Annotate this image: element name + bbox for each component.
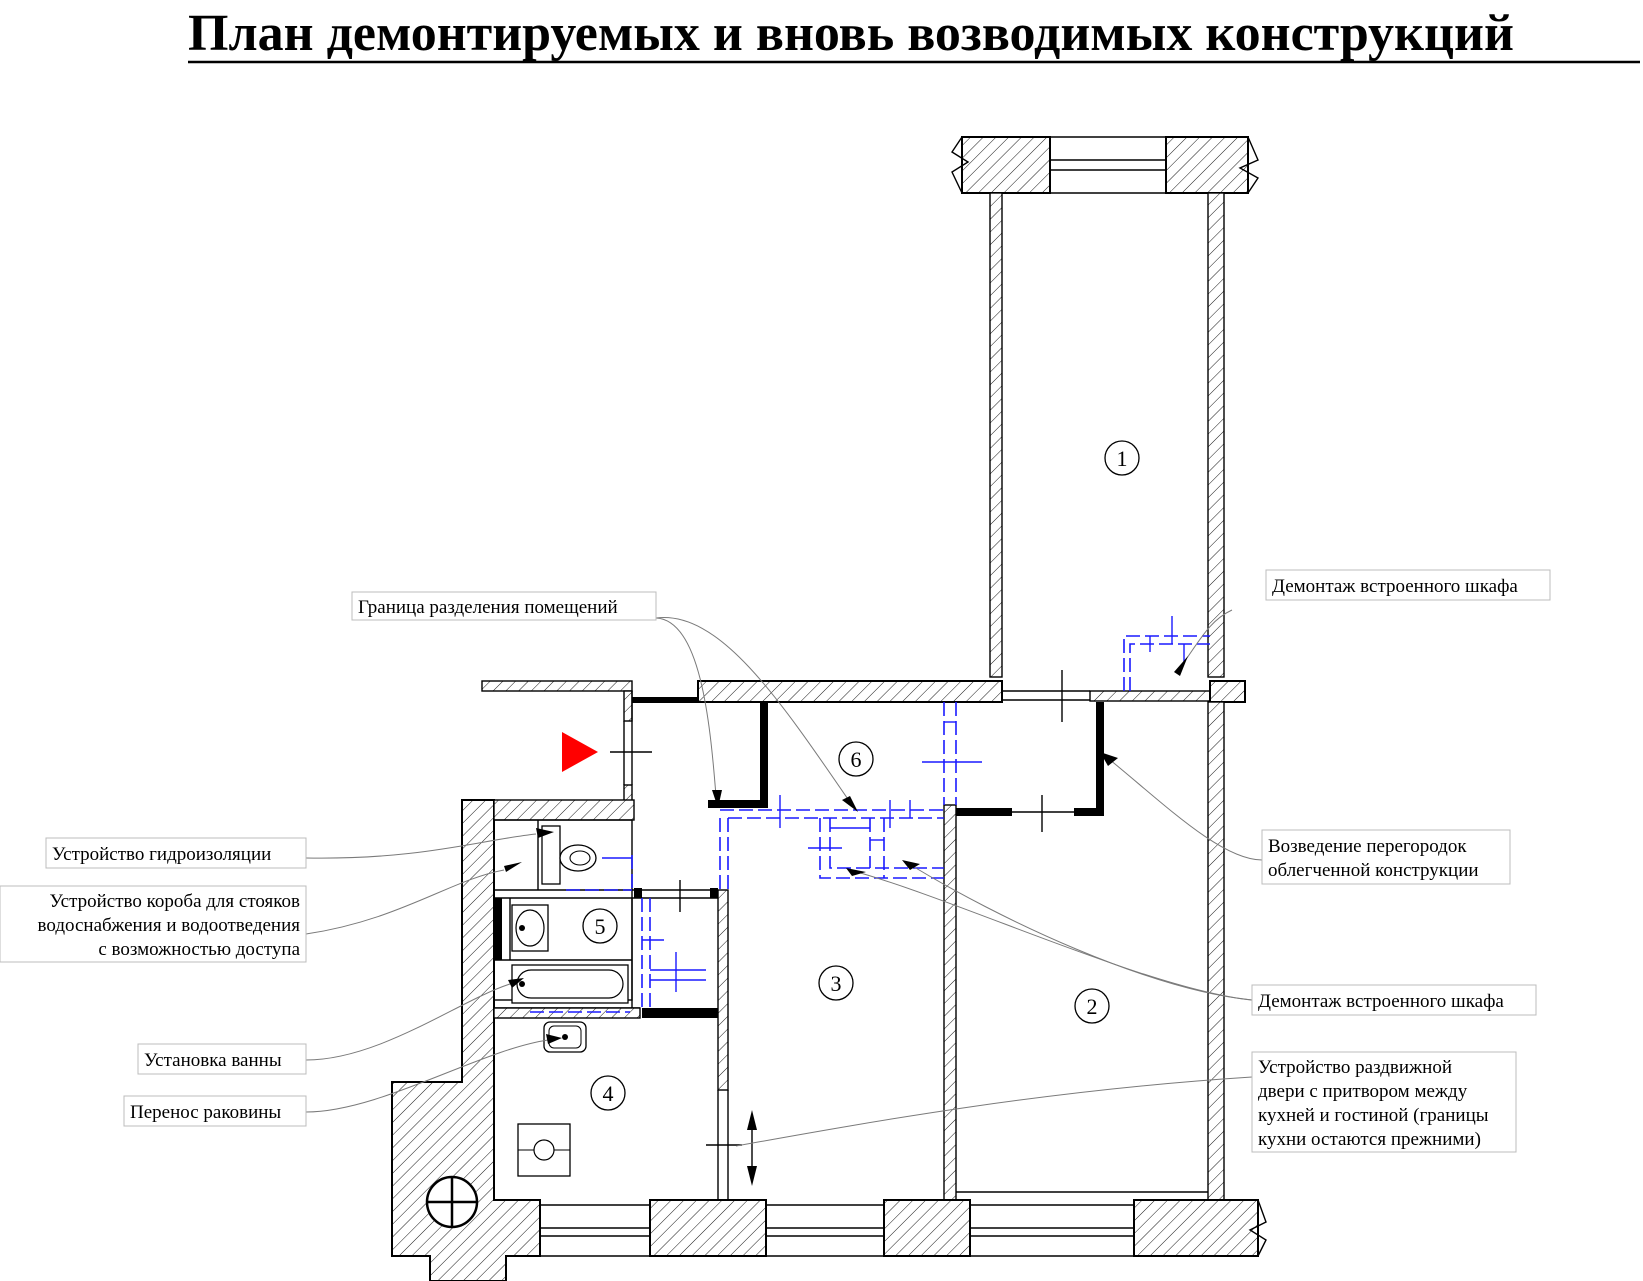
callout-sliding-door: Устройство раздвижной двери с притвором … xyxy=(1251,1051,1517,1153)
room-number-2: 2 xyxy=(1087,994,1098,1019)
svg-text:Устройство гидроизоляции: Устройство гидроизоляции xyxy=(52,844,271,865)
toilet-icon xyxy=(541,825,597,885)
svg-text:Устройство короба для стояков: Устройство короба для стояков xyxy=(50,891,301,912)
plan-title: План демонтируемых и вновь возводимых ко… xyxy=(188,5,1514,62)
interior-walls xyxy=(540,690,1267,1257)
room-number-3: 3 xyxy=(831,971,842,996)
room-number-5: 5 xyxy=(595,914,606,939)
balcony-walls xyxy=(951,136,1260,678)
washbasin-icon xyxy=(511,904,549,952)
callout-bath-install: Установка ванны xyxy=(137,1043,307,1075)
demolition-lines xyxy=(530,616,1210,1013)
entrance-arrow-icon xyxy=(562,732,598,772)
svg-text:Демонтаж встроенного шкафа: Демонтаж встроенного шкафа xyxy=(1258,991,1504,1012)
svg-text:облегченной конструкции: облегченной конструкции xyxy=(1268,860,1479,881)
callout-new-partitions: Возведение перегородок облегченной конст… xyxy=(1261,829,1511,885)
left-structural-wall xyxy=(391,799,541,1281)
svg-text:Возведение перегородок: Возведение перегородок xyxy=(1268,836,1467,857)
sliding-door-arrows xyxy=(747,1110,757,1186)
callout-dismantle-closet-mid: Демонтаж встроенного шкафа xyxy=(1251,984,1537,1016)
svg-text:кухней и гостиной (границы: кухней и гостиной (границы xyxy=(1258,1105,1489,1126)
svg-text:кухни остаются прежними): кухни остаются прежними) xyxy=(1258,1129,1481,1150)
callout-leaders xyxy=(305,609,1263,1147)
svg-text:с возможностью доступа: с возможностью доступа xyxy=(98,939,300,960)
new-partitions xyxy=(494,697,1104,1018)
callout-waterproofing: Устройство гидроизоляции xyxy=(45,837,307,869)
svg-text:Устройство раздвижной: Устройство раздвижной xyxy=(1258,1057,1452,1078)
room-number-4: 4 xyxy=(603,1081,614,1106)
kitchen-sink-icon xyxy=(543,1021,587,1053)
bathtub-icon xyxy=(511,964,629,1004)
stove-icon xyxy=(517,1123,571,1177)
svg-text:двери с притвором между: двери с притвором между xyxy=(1258,1081,1468,1102)
svg-text:водоснабжения и водоотведения: водоснабжения и водоотведения xyxy=(38,915,301,936)
callout-dismantle-closet-top: Демонтаж встроенного шкафа xyxy=(1265,569,1551,601)
callout-riser-box: Устройство короба для стояков водоснабже… xyxy=(0,885,307,963)
svg-text:Граница разделения помещений: Граница разделения помещений xyxy=(358,597,618,618)
room-labels: 1 2 3 4 5 6 xyxy=(582,440,1140,1111)
callout-partition-boundary: Граница разделения помещений xyxy=(351,591,657,621)
room-number-6: 6 xyxy=(851,747,862,772)
svg-text:Перенос раковины: Перенос раковины xyxy=(130,1102,281,1123)
svg-text:Демонтаж встроенного шкафа: Демонтаж встроенного шкафа xyxy=(1272,576,1518,597)
svg-text:Установка ванны: Установка ванны xyxy=(144,1050,282,1071)
room-number-1: 1 xyxy=(1117,446,1128,471)
callout-sink-move: Перенос раковины xyxy=(123,1095,307,1127)
